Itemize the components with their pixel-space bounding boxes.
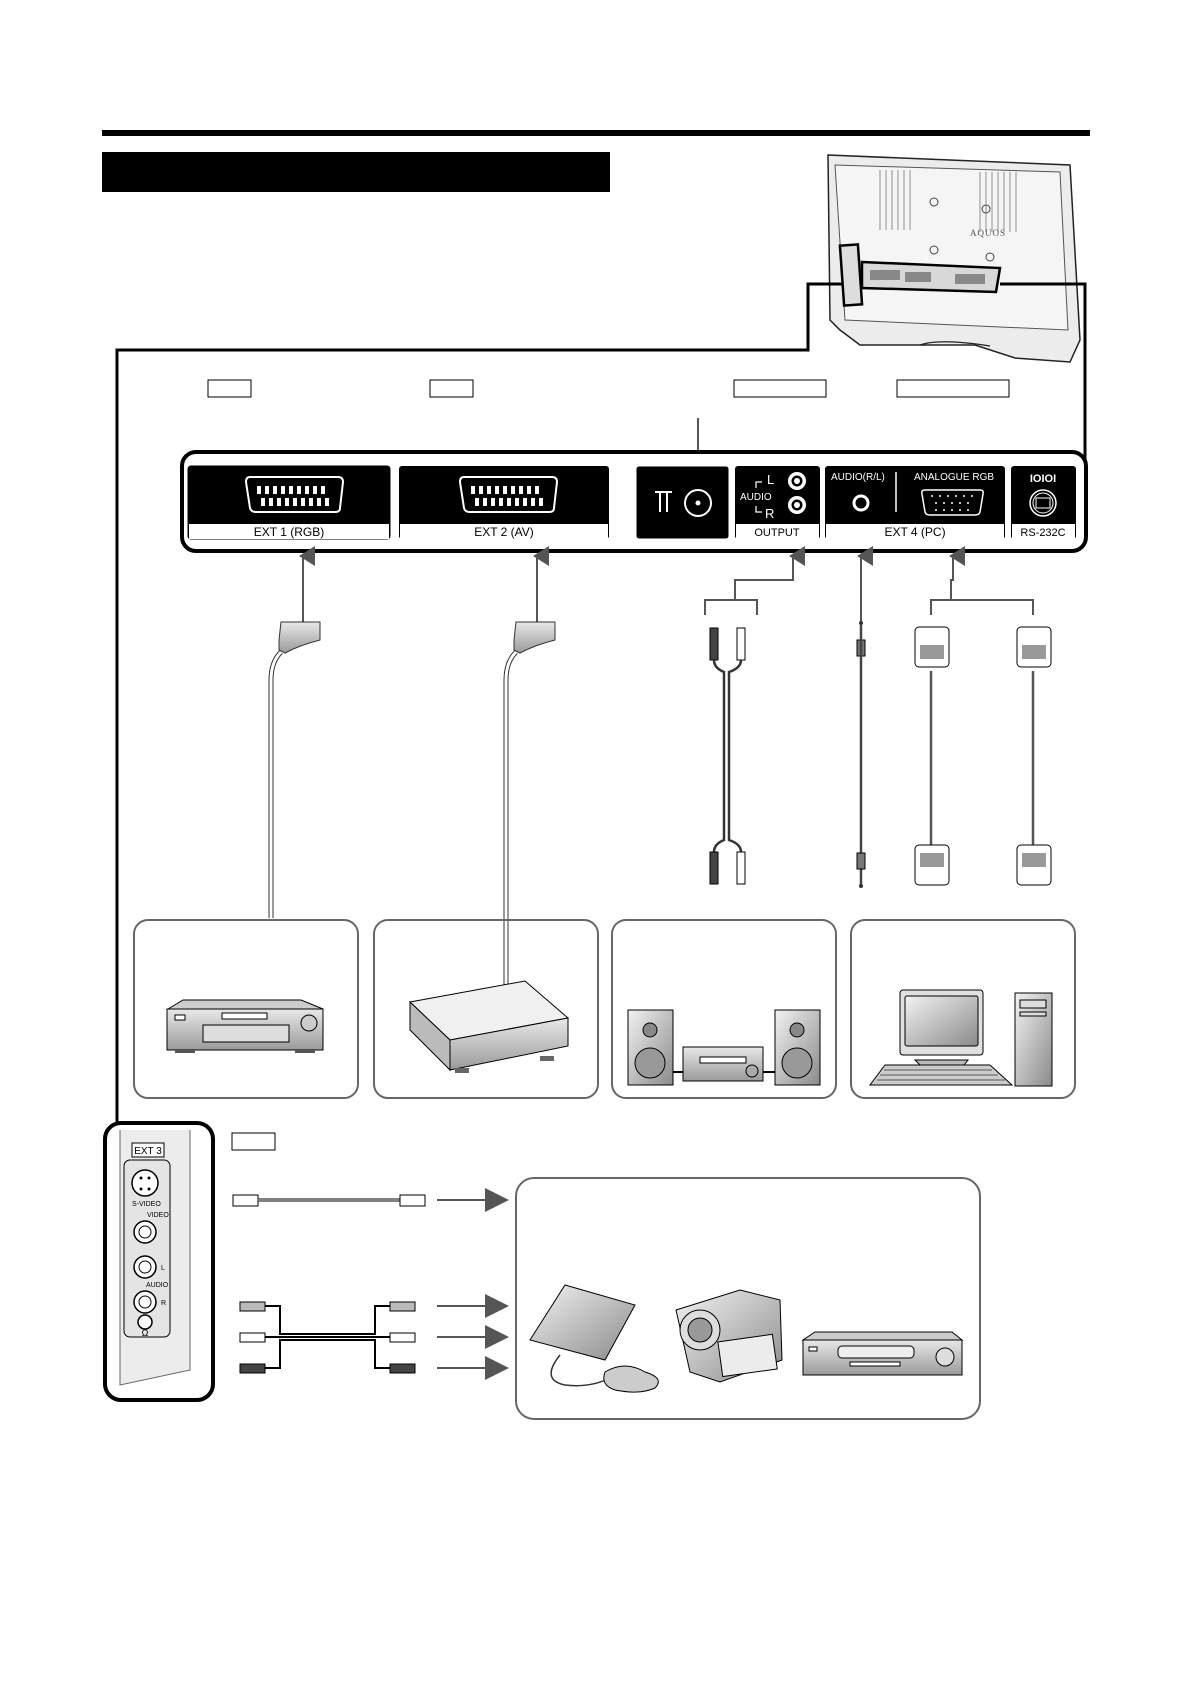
- tv-rear-illustration: AQUOS: [827, 154, 1081, 363]
- header-rule: [102, 130, 1090, 136]
- rs232c-label: RS-232C: [1020, 527, 1065, 539]
- game-console-icon: [529, 1284, 659, 1393]
- headphone-icon: Ω: [142, 1328, 149, 1338]
- decoder-box-icon: [408, 980, 570, 1073]
- svg-text:L: L: [767, 472, 774, 487]
- svg-text:AUDIO(R/L): AUDIO(R/L): [831, 472, 885, 483]
- ext2-label: EXT 2 (AV): [474, 525, 534, 539]
- svg-text:S-VIDEO: S-VIDEO: [132, 1201, 161, 1208]
- antenna-icon: [655, 491, 672, 512]
- device-box-ext2: [373, 919, 599, 1099]
- ext3-label: EXT 3: [134, 1146, 162, 1157]
- video-jack: [133, 1220, 157, 1244]
- stereo-mini-cable: [856, 621, 866, 888]
- svideo-jack: [131, 1169, 159, 1197]
- pc-audio-jack: [852, 494, 870, 512]
- computer-icon: [869, 989, 1053, 1087]
- recorder-icon: [166, 999, 324, 1053]
- device-box-ext1: [133, 919, 359, 1099]
- svg-text:AUDIO: AUDIO: [146, 1282, 169, 1289]
- svg-text:ANALOGUE RGB: ANALOGUE RGB: [914, 472, 994, 483]
- ext2-label-box: [429, 379, 474, 398]
- camcorder-icon: [675, 1289, 783, 1383]
- ext4-label-box: [896, 379, 1010, 398]
- terminal-audio-output[interactable]: L AUDIO R OUTPUT: [735, 466, 820, 539]
- terminal-rs232c[interactable]: IOIOI RS-232C: [1011, 466, 1076, 539]
- side-panel-ext3: EXT 3 S-VIDEO VIDEO L AUDIO R Ω: [103, 1121, 215, 1402]
- av-devices-box: [515, 1177, 981, 1420]
- vga-port-icon: [921, 489, 984, 516]
- vga-cable-2: [1016, 626, 1052, 886]
- svg-text:R: R: [161, 1300, 166, 1307]
- svg-text:AUDIO: AUDIO: [740, 492, 772, 503]
- device-box-ext4: [850, 919, 1076, 1099]
- headphone-jack: [137, 1314, 153, 1330]
- terminal-ext2[interactable]: EXT 2 (AV): [399, 466, 609, 539]
- vcr-icon: [801, 1331, 964, 1376]
- rca-av-cable: [239, 1294, 509, 1380]
- brand-label: AQUOS: [970, 228, 1006, 238]
- svg-text:R: R: [765, 506, 774, 521]
- svg-text:VIDEO: VIDEO: [147, 1212, 169, 1219]
- rca-audio-cable: [709, 627, 746, 885]
- audio-r-side-jack: [133, 1290, 157, 1314]
- terminal-antenna[interactable]: [635, 465, 730, 540]
- audio-l-side-jack: [133, 1255, 157, 1279]
- rear-terminal-panel: EXT 1 (RGB) EXT 2 (AV) L AUDIO: [180, 450, 1088, 553]
- terminal-ext4-pc[interactable]: AUDIO(R/L) ANALOGUE RGB EXT 4 (PC): [825, 466, 1005, 539]
- svg-text:L: L: [161, 1265, 165, 1272]
- serial-icon: IOIOI: [1030, 473, 1056, 485]
- leader-line-side: [115, 282, 842, 1130]
- device-box-output: [611, 919, 837, 1099]
- section-title-bar: [102, 152, 610, 192]
- terminal-ext1[interactable]: EXT 1 (RGB): [187, 465, 391, 540]
- audio-system-icon: [627, 1009, 821, 1086]
- ext1-label: EXT 1 (RGB): [254, 525, 324, 539]
- output-label: OUTPUT: [754, 527, 800, 539]
- ext3-label-box: [231, 1132, 276, 1151]
- ext4-label: EXT 4 (PC): [884, 525, 945, 539]
- svideo-cable: [232, 1188, 509, 1212]
- scart-cable-ext2: [503, 621, 556, 985]
- scart-cable-ext1: [268, 621, 321, 918]
- ext1-label-box: [207, 379, 252, 398]
- vga-cable-1: [914, 626, 950, 886]
- output-label-box: [733, 379, 827, 398]
